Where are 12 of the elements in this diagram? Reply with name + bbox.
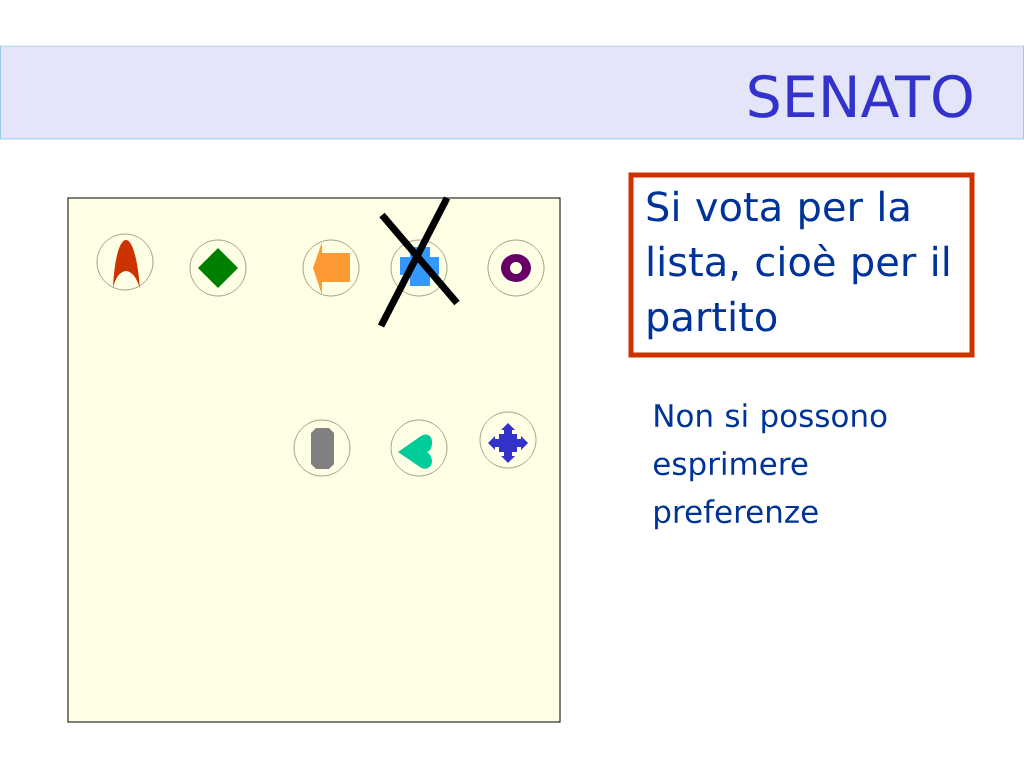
ballot-paper [67,197,561,723]
party-symbol [302,239,360,297]
party-symbol [189,239,247,297]
party-symbol [390,419,448,477]
party-symbol [487,239,545,297]
party-symbol [479,411,537,469]
text-box: Si vota per la lista, cioè per il partito [628,172,975,358]
note-text: Non si possono esprimere preferenze [654,403,887,530]
party-symbol [293,419,351,477]
title-banner: SENATO [0,45,1024,140]
party-symbol [96,233,154,291]
party-symbol [390,239,448,297]
